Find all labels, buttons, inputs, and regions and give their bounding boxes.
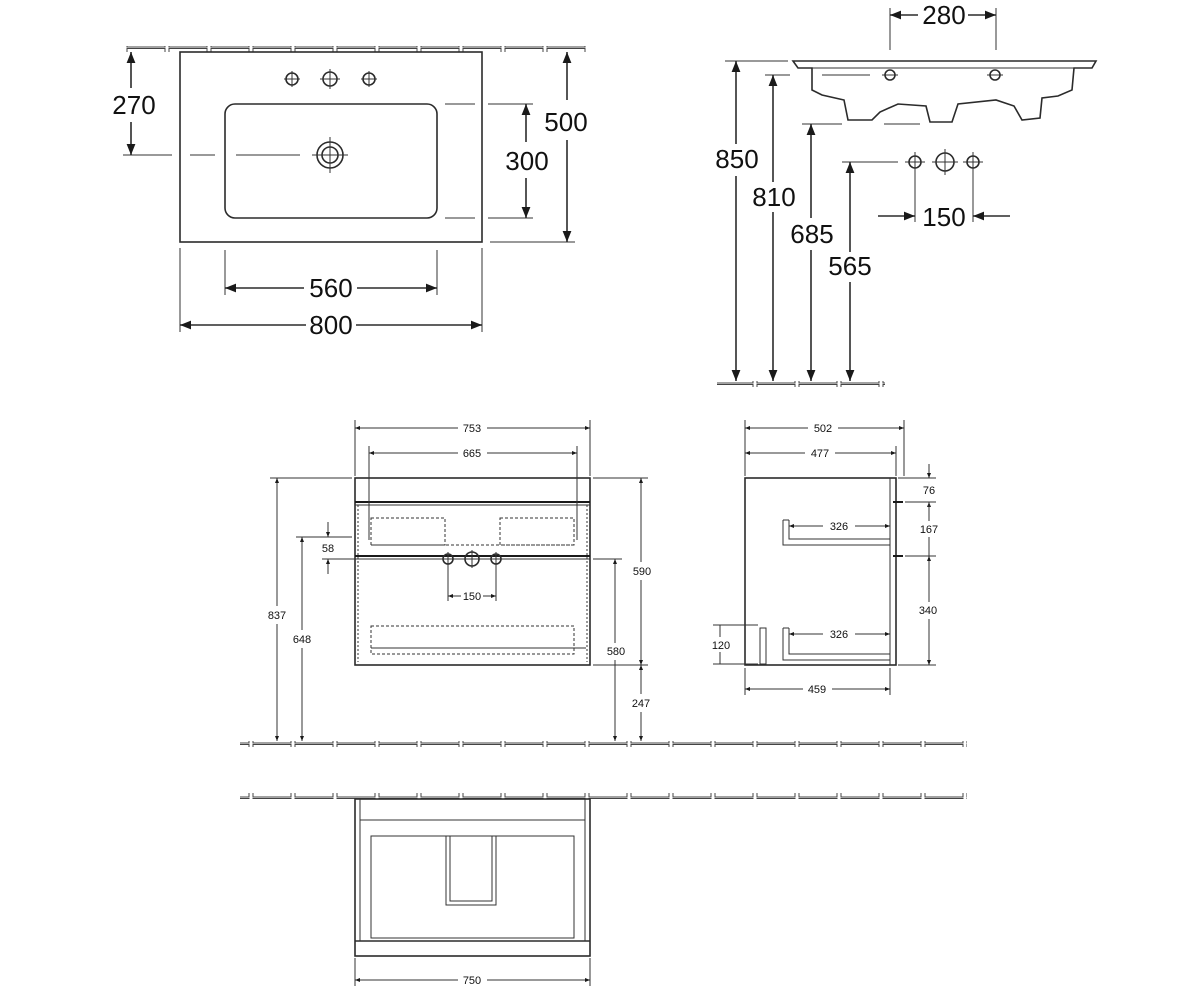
basin-bowl [224,103,438,219]
wall-connection-icon [905,149,983,175]
dim-280-label: 280 [922,0,965,30]
dim-750-label: 750 [463,975,481,987]
dim-590-label: 590 [633,566,651,578]
dim-340-label: 340 [919,605,937,617]
wall-hatch [125,46,587,52]
dim-665-label: 665 [463,448,481,460]
dim-648-label: 648 [293,634,311,646]
dim-850-label: 850 [715,144,758,174]
dim-326a-label: 326 [830,521,848,533]
cabinet-connection-icon [441,550,503,568]
cabinet-side-view: 502 477 76 326 167 326 340 120 [712,420,938,696]
dim-326b-label: 326 [830,629,848,641]
dim-580-label: 580 [607,646,625,658]
cabinet-top-view: 750 [240,793,967,987]
dim-810-label: 810 [752,182,795,212]
tap-hole-marks-icon [882,69,1003,81]
dim-685-label: 685 [790,219,833,249]
dim-167-label: 167 [920,524,938,536]
basin-profile [791,60,1098,123]
cabinet-side-body [744,477,897,666]
cabinet-body [354,477,591,666]
dim-502-label: 502 [814,423,832,435]
dim-76-label: 76 [923,485,935,497]
basin-top-view: 800 560 500 300 270 [112,46,588,340]
floor-hatch-front [240,741,967,747]
cabinet-top-outline [354,798,591,957]
dim-560-label: 560 [309,273,352,303]
dim-150-label: 150 [922,202,965,232]
dim-459-label: 459 [808,684,826,696]
drain-icon [312,137,348,173]
dim-800-label: 800 [309,310,352,340]
tap-holes-icon [284,69,377,89]
dim-270-label: 270 [112,90,155,120]
floor-hatch [717,381,885,387]
basin-outline [179,51,483,243]
dim-500-label: 500 [544,107,587,137]
dim-150-front-label: 150 [463,591,481,603]
dim-753-label: 753 [463,423,481,435]
dim-300-label: 300 [505,146,548,176]
dim-837-label: 837 [268,610,286,622]
dim-120-label: 120 [712,640,730,652]
basin-side-view: 280 850 810 685 565 [715,0,1098,387]
cabinet-front-view: 753 665 837 648 58 150 590 [240,420,967,747]
dim-247-label: 247 [632,698,650,710]
dim-477-label: 477 [811,448,829,460]
dim-565-label: 565 [828,251,871,281]
wall-hatch-top [240,793,967,799]
dim-58-label: 58 [322,543,334,555]
